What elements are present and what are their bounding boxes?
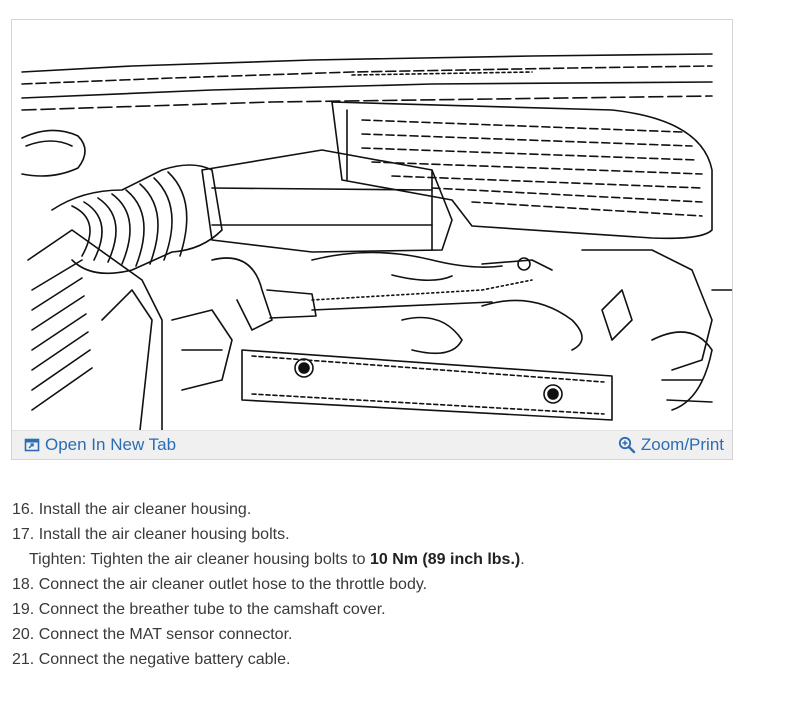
- open-in-new-tab-link[interactable]: Open In New Tab: [24, 435, 176, 455]
- step-text: Install the air cleaner housing bolts.: [38, 526, 290, 543]
- step-16: 16. Install the air cleaner housing.: [12, 497, 772, 522]
- figure-toolbar: Open In New Tab Zoom/Print: [12, 430, 732, 459]
- open-in-new-tab-icon: [24, 438, 40, 452]
- open-in-new-tab-label: Open In New Tab: [45, 435, 177, 454]
- instruction-steps: 16. Install the air cleaner housing. 17.…: [12, 497, 772, 672]
- step-number: 19.: [12, 601, 35, 618]
- step-text: Connect the negative battery cable.: [38, 651, 291, 668]
- zoom-print-label: Zoom/Print: [640, 435, 724, 454]
- step-text: Install the air cleaner housing.: [38, 501, 252, 518]
- engine-diagram-image[interactable]: [12, 20, 732, 430]
- step-20: 20. Connect the MAT sensor connector.: [12, 622, 772, 647]
- engine-line-drawing: [21, 53, 732, 430]
- step-number: 21.: [12, 651, 35, 668]
- step-number: 16.: [12, 501, 35, 518]
- step-17: 17. Install the air cleaner housing bolt…: [12, 522, 772, 547]
- tighten-suffix: .: [520, 551, 525, 568]
- tighten-note: Tighten: Tighten the air cleaner housing…: [12, 547, 772, 572]
- zoom-print-link[interactable]: Zoom/Print: [618, 435, 724, 455]
- step-number: 17.: [12, 526, 35, 543]
- step-18: 18. Connect the air cleaner outlet hose …: [12, 572, 772, 597]
- torque-value: 10 Nm (89 inch lbs.): [369, 551, 521, 568]
- step-number: 20.: [12, 626, 35, 643]
- step-21: 21. Connect the negative battery cable.: [12, 647, 772, 672]
- step-19: 19. Connect the breather tube to the cam…: [12, 597, 772, 622]
- magnifier-icon: [618, 436, 636, 454]
- figure-card: Open In New Tab Zoom/Print: [11, 19, 733, 460]
- step-number: 18.: [12, 576, 35, 593]
- step-text: Connect the air cleaner outlet hose to t…: [38, 576, 428, 593]
- step-text: Connect the breather tube to the camshaf…: [38, 601, 386, 618]
- step-text: Connect the MAT sensor connector.: [38, 626, 293, 643]
- tighten-text: Tighten: Tighten the air cleaner housing…: [29, 551, 370, 568]
